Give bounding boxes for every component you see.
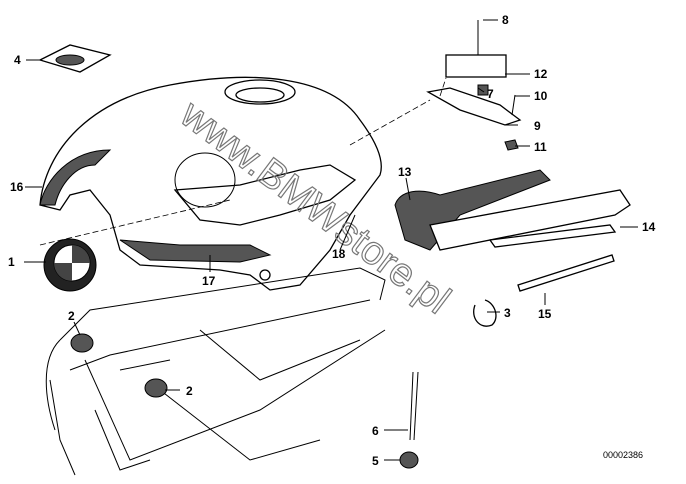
label-7: 7 xyxy=(487,87,494,101)
label-5: 5 xyxy=(372,454,379,468)
label-11: 11 xyxy=(534,140,547,154)
label-13: 13 xyxy=(398,165,412,179)
label-3: 3 xyxy=(504,306,511,320)
label-17: 17 xyxy=(202,274,216,288)
label-10: 10 xyxy=(534,89,548,103)
part-4-pad xyxy=(38,44,112,73)
callout-labels: 1 2 2 3 4 5 6 7 8 9 10 11 12 13 14 15 16… xyxy=(8,13,656,468)
drawing-code: 00002386 xyxy=(603,450,643,460)
fuel-tank xyxy=(39,76,382,291)
label-4: 4 xyxy=(14,53,21,67)
bmw-emblem xyxy=(43,238,97,292)
label-2b: 2 xyxy=(186,384,193,398)
frame xyxy=(45,267,386,476)
assembly-line xyxy=(39,77,447,246)
label-6: 6 xyxy=(372,424,379,438)
label-16: 16 xyxy=(10,180,24,194)
bracket-parts xyxy=(426,20,522,151)
label-14: 14 xyxy=(642,220,656,234)
label-15: 15 xyxy=(538,307,552,321)
label-12: 12 xyxy=(534,67,548,81)
sensor-parts xyxy=(399,371,419,469)
label-2a: 2 xyxy=(68,309,75,323)
side-covers xyxy=(394,169,631,292)
hose-clamp xyxy=(473,299,497,327)
label-18: 18 xyxy=(332,247,346,261)
leader-lines xyxy=(24,19,638,461)
label-1: 1 xyxy=(8,255,15,269)
label-8: 8 xyxy=(502,13,509,27)
label-9: 9 xyxy=(534,119,541,133)
